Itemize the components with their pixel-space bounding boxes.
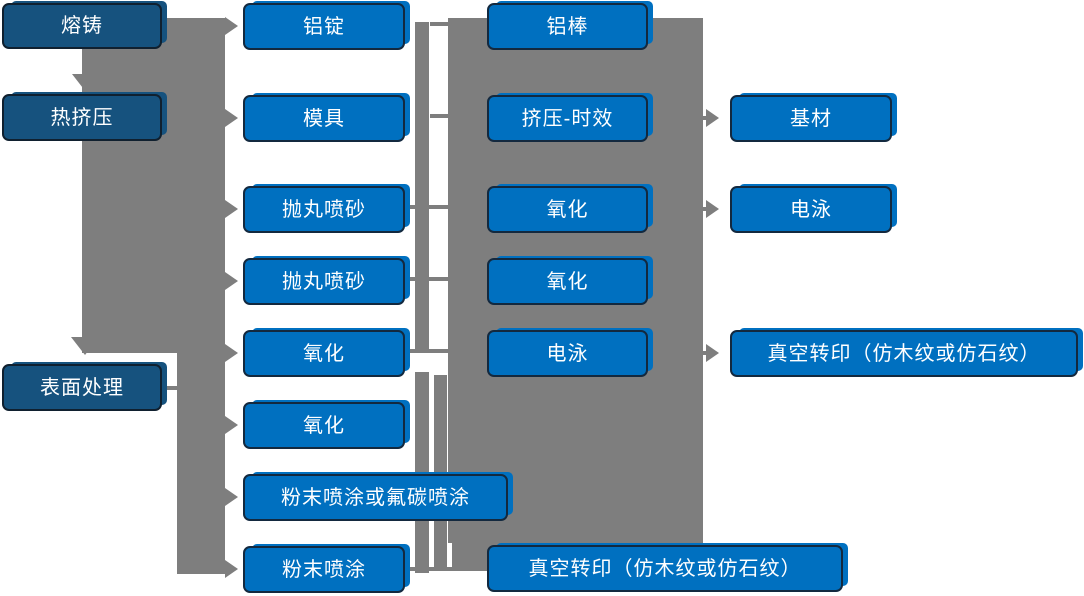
arrowhead-right-icon-to-mold xyxy=(225,109,238,127)
node-mold: 模具 xyxy=(243,95,405,142)
node-melting-casting: 熔铸 xyxy=(2,3,162,49)
node-electrophoresis-2: 电泳 xyxy=(730,186,892,233)
arrowhead-right-icon-to-vacuum-right xyxy=(706,344,719,362)
node-vacuum-transfer-print-right: 真空转印（仿木纹或仿石纹） xyxy=(730,330,1078,377)
node-shot-blasting-1: 抛丸喷砂 xyxy=(243,186,405,233)
node-aluminum-ingot: 铝锭 xyxy=(243,3,405,50)
connector-mid-strip-2 xyxy=(434,375,447,570)
node-vacuum-transfer-print-bottom: 真空转印（仿木纹或仿石纹） xyxy=(487,545,843,592)
connector-arrow-stub-vacuum-right xyxy=(699,351,708,355)
arrowhead-right-icon-to-shot-blasting-2 xyxy=(225,272,238,290)
arrowhead-right-icon-to-shot-blasting-1 xyxy=(225,200,238,218)
arrowhead-right-icon-to-powder-coating xyxy=(225,560,238,578)
arrowhead-right-icon-to-base-material xyxy=(706,109,719,127)
connector-link-extrusion-aging xyxy=(430,114,448,118)
arrowhead-down-icon-to-hot-extrusion xyxy=(72,74,100,92)
connector-arrow-stub-electrophoresis-2 xyxy=(699,207,708,211)
connector-mid-strip-lower xyxy=(415,372,429,573)
node-aluminum-rod: 铝棒 xyxy=(487,3,648,50)
arrowhead-down-icon-to-surface-treatment xyxy=(71,337,99,355)
node-oxidation-4: 氧化 xyxy=(487,258,648,305)
connector-link-vacuum-bottom xyxy=(405,567,487,571)
node-base-material: 基材 xyxy=(730,95,892,142)
connector-link-electrophoresis xyxy=(405,349,448,353)
connector-surface-treatment-stub xyxy=(163,386,177,390)
arrowhead-right-icon-to-aluminum-ingot xyxy=(225,17,238,35)
connector-link-oxidation-4 xyxy=(405,277,448,281)
arrowhead-right-icon-to-electrophoresis-2 xyxy=(706,200,719,218)
node-oxidation-1: 氧化 xyxy=(243,330,405,377)
node-surface-treatment: 表面处理 xyxy=(2,364,162,411)
connector-link-aluminum-rod xyxy=(430,22,448,26)
arrowhead-right-icon-to-powder-or-fluorocarbon xyxy=(225,488,238,506)
arrowhead-right-icon-to-oxidation-2 xyxy=(225,416,238,434)
node-hot-extrusion: 热挤压 xyxy=(2,94,162,141)
connector-arrow-stub-base-material xyxy=(699,116,708,120)
arrowhead-right-icon-to-oxidation-1 xyxy=(225,344,238,362)
node-electrophoresis-1: 电泳 xyxy=(487,330,648,377)
node-oxidation-2: 氧化 xyxy=(243,402,405,449)
node-shot-blasting-2: 抛丸喷砂 xyxy=(243,258,405,305)
connector-left-trunk xyxy=(82,18,225,353)
node-powder-or-fluorocarbon-coating: 粉末喷涂或氟碳喷涂 xyxy=(243,474,508,521)
node-extrusion-aging: 挤压-时效 xyxy=(487,95,648,142)
connector-mid-strip-upper xyxy=(415,22,429,353)
connector-left-lower-band xyxy=(177,353,225,574)
node-powder-coating: 粉末喷涂 xyxy=(243,546,405,593)
connector-link-oxidation-3 xyxy=(405,205,448,209)
node-oxidation-3: 氧化 xyxy=(487,186,648,233)
